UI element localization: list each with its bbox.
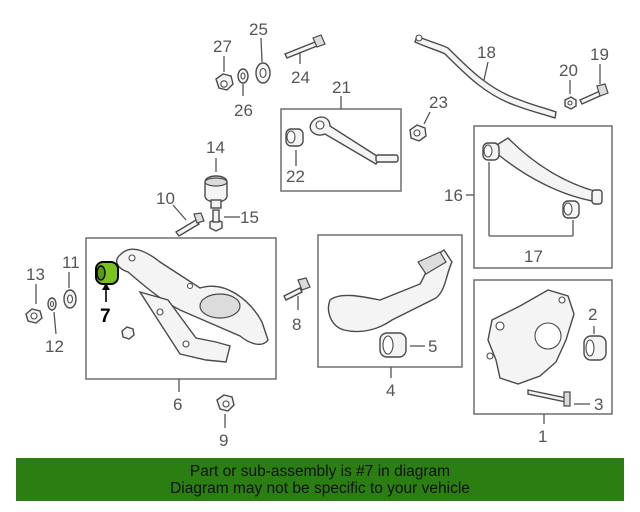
info-banner: Part or sub-assembly is #7 in diagram Di…: [16, 458, 624, 501]
part-21-lateral-link[interactable]: [309, 116, 399, 165]
callout-5: 5: [428, 337, 437, 356]
callout-21: 21: [332, 78, 351, 97]
box-trailing-arm: [317, 234, 463, 368]
part-17-bushing-b[interactable]: [562, 200, 580, 219]
part-18-stabilizer-bar[interactable]: [414, 34, 557, 119]
part-1-knuckle[interactable]: [486, 289, 575, 385]
part-2-bushing[interactable]: [583, 335, 607, 361]
part-11-washer[interactable]: [63, 289, 77, 309]
callout-24: 24: [291, 68, 310, 87]
callout-26: 26: [234, 101, 253, 120]
callout-22: 22: [286, 167, 305, 186]
banner-line-2: Diagram may not be specific to your vehi…: [170, 479, 470, 497]
box-knuckle: [473, 279, 613, 415]
part-27-nut[interactable]: [215, 73, 234, 91]
part-6-lower-control-arm[interactable]: [116, 248, 269, 346]
part-3-bolt[interactable]: [527, 389, 571, 407]
part-8-bolt[interactable]: [283, 277, 311, 301]
callout-3: 3: [594, 395, 603, 414]
callout-7: 7: [100, 306, 111, 327]
part-15-bolt[interactable]: [209, 209, 223, 232]
part-6-lower-arm-lower[interactable]: [138, 290, 231, 363]
part-26-washer[interactable]: [237, 68, 249, 84]
part-14-mount[interactable]: [204, 175, 228, 209]
callout-18: 18: [477, 43, 496, 62]
part-9-nut[interactable]: [216, 394, 235, 412]
part-6-bolt[interactable]: [121, 326, 135, 340]
part-24-bolt[interactable]: [284, 34, 326, 59]
callout-11: 11: [62, 253, 80, 272]
callout-6: 6: [173, 395, 182, 414]
parts-diagram: 1 2 3 4 5 6 7 8 9 10 11 12 13 14 15 16 1…: [25, 20, 613, 450]
callout-19: 19: [590, 45, 609, 64]
callout-2: 2: [588, 305, 597, 324]
part-19-bolt[interactable]: [579, 83, 609, 105]
callout-17: 17: [524, 247, 543, 266]
part-22-bushing[interactable]: [285, 128, 304, 147]
part-10-bolt[interactable]: [174, 212, 205, 237]
part-17-bushing-a[interactable]: [482, 142, 500, 161]
callout-8: 8: [292, 315, 301, 334]
callout-1: 1: [538, 427, 547, 446]
callout-9: 9: [219, 431, 228, 450]
part-23-nut[interactable]: [409, 124, 427, 142]
box-upper-arm-16: [473, 125, 613, 269]
part-16-upper-arm[interactable]: [490, 137, 603, 205]
callout-15: 15: [240, 208, 259, 227]
callout-25: 25: [249, 20, 268, 39]
part-5-bushing[interactable]: [379, 332, 407, 358]
callout-23: 23: [429, 93, 448, 112]
callout-13: 13: [26, 265, 45, 284]
callout-20: 20: [559, 61, 578, 80]
part-7-bushing[interactable]: [95, 261, 119, 285]
part-20-nut[interactable]: [564, 96, 577, 110]
callout-12: 12: [45, 337, 64, 356]
part-13-nut[interactable]: [25, 308, 43, 324]
part-4-trailing-arm[interactable]: [327, 249, 453, 333]
callout-14: 14: [206, 138, 225, 157]
callout-10: 10: [156, 189, 175, 208]
box-lower-control-arm: [85, 237, 277, 380]
banner-line-1: Part or sub-assembly is #7 in diagram: [189, 462, 451, 480]
callout-27: 27: [213, 37, 232, 56]
callout-16: 16: [444, 186, 463, 205]
callout-4: 4: [386, 381, 395, 400]
part-25-washer[interactable]: [255, 62, 271, 84]
part-12-washer[interactable]: [47, 297, 57, 311]
